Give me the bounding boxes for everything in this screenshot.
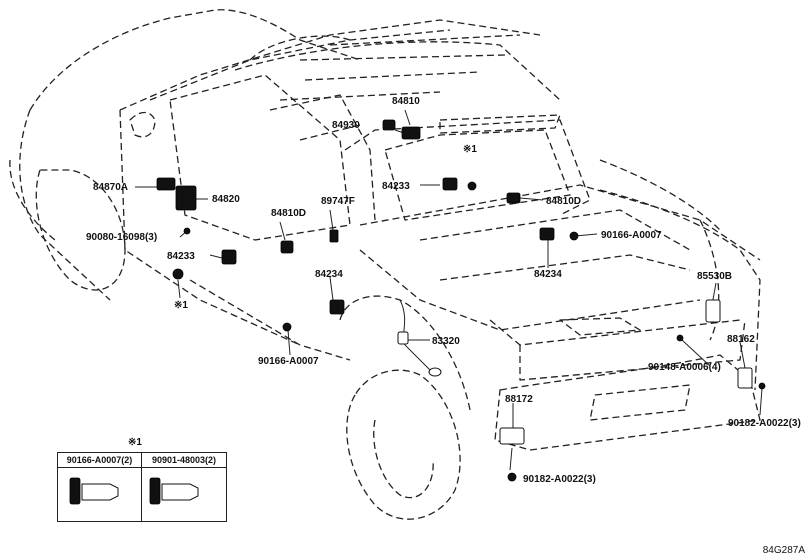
- wire-83320-glyph: [399, 299, 431, 371]
- clip-90166-bottom-glyph: [282, 322, 292, 332]
- part-glyphs: [156, 119, 766, 482]
- part-84233-left-glyph: [221, 249, 237, 265]
- legend-col2-header: 90901-48003(2): [142, 453, 226, 468]
- legend-box: ※1 90166-A0007(2) 90901-48003(2): [57, 437, 227, 522]
- callout-88162: 88162: [727, 334, 755, 345]
- callout-85530B: 85530B: [697, 271, 733, 282]
- callout-88172: 88172: [505, 394, 533, 405]
- legend-title: ※1: [128, 437, 142, 448]
- callout-mark-top: ※1: [463, 144, 477, 155]
- callout-84233-left: 84233: [167, 251, 195, 262]
- callout-84810D-right: 84810D: [546, 196, 582, 207]
- callout-90080-16098: 90080-16098(3): [86, 232, 158, 243]
- figure-code: 84G287A: [762, 545, 805, 556]
- nut-90182-bottom-glyph: [507, 472, 517, 482]
- part-84870A-glyph: [156, 177, 176, 191]
- callout-84810-top: 84810: [392, 96, 420, 107]
- nut-90182-right-glyph: [758, 382, 766, 390]
- callout-84930: 84930: [332, 120, 360, 131]
- callout-84820: 84820: [212, 194, 240, 205]
- callout-84233-right: 84233: [382, 181, 410, 192]
- part-89747F-glyph: [329, 229, 339, 243]
- screw-90148-glyph: [676, 334, 684, 342]
- part-83320-glyph: [397, 331, 409, 345]
- callout-84870A: 84870A: [93, 182, 129, 193]
- callout-90148-A0006: 90148-A0006(4): [648, 362, 721, 373]
- callout-89747F: 89747F: [321, 196, 355, 207]
- part-88172-glyph: [499, 427, 525, 445]
- part-88162-glyph: [737, 367, 753, 389]
- part-83320-end-glyph: [428, 367, 442, 377]
- callout-90166-bottom: 90166-A0007: [258, 356, 319, 367]
- legend-part-drawings: [69, 477, 199, 505]
- part-84233-right-glyph: [442, 177, 458, 191]
- legend-divider: [141, 453, 142, 521]
- callout-84234-right: 84234: [534, 269, 562, 280]
- callout-84810D-mid: 84810D: [271, 208, 307, 219]
- leader-lines: [135, 109, 763, 471]
- part-84810D-right-glyph: [506, 192, 521, 204]
- screw-90080-glyph: [183, 227, 191, 235]
- part-84820-glyph: [175, 185, 197, 211]
- callout-84234-mid: 84234: [315, 269, 343, 280]
- legend-col1-header: 90166-A0007(2): [58, 453, 141, 468]
- callout-90166-right: 90166-A0007: [601, 230, 662, 241]
- part-84810D-mid-glyph: [280, 240, 294, 254]
- part-84810-glyph: [401, 126, 421, 140]
- clip-right-glyph: [467, 181, 477, 191]
- callout-90182-right: 90182-A0022(3): [728, 418, 801, 429]
- part-84234-mid-glyph: [329, 299, 345, 315]
- clip-left-glyph: [172, 268, 184, 280]
- callout-83320: 83320: [432, 336, 460, 347]
- callout-90182-bottom: 90182-A0022(3): [523, 474, 596, 485]
- truck-body-outline: [9, 9, 761, 520]
- part-84234-right-glyph: [539, 227, 555, 241]
- callout-mark-left: ※1: [174, 300, 188, 311]
- part-84930-glyph: [382, 119, 396, 131]
- part-85530B-glyph: [705, 299, 721, 323]
- clip-90166-right-glyph: [569, 231, 579, 241]
